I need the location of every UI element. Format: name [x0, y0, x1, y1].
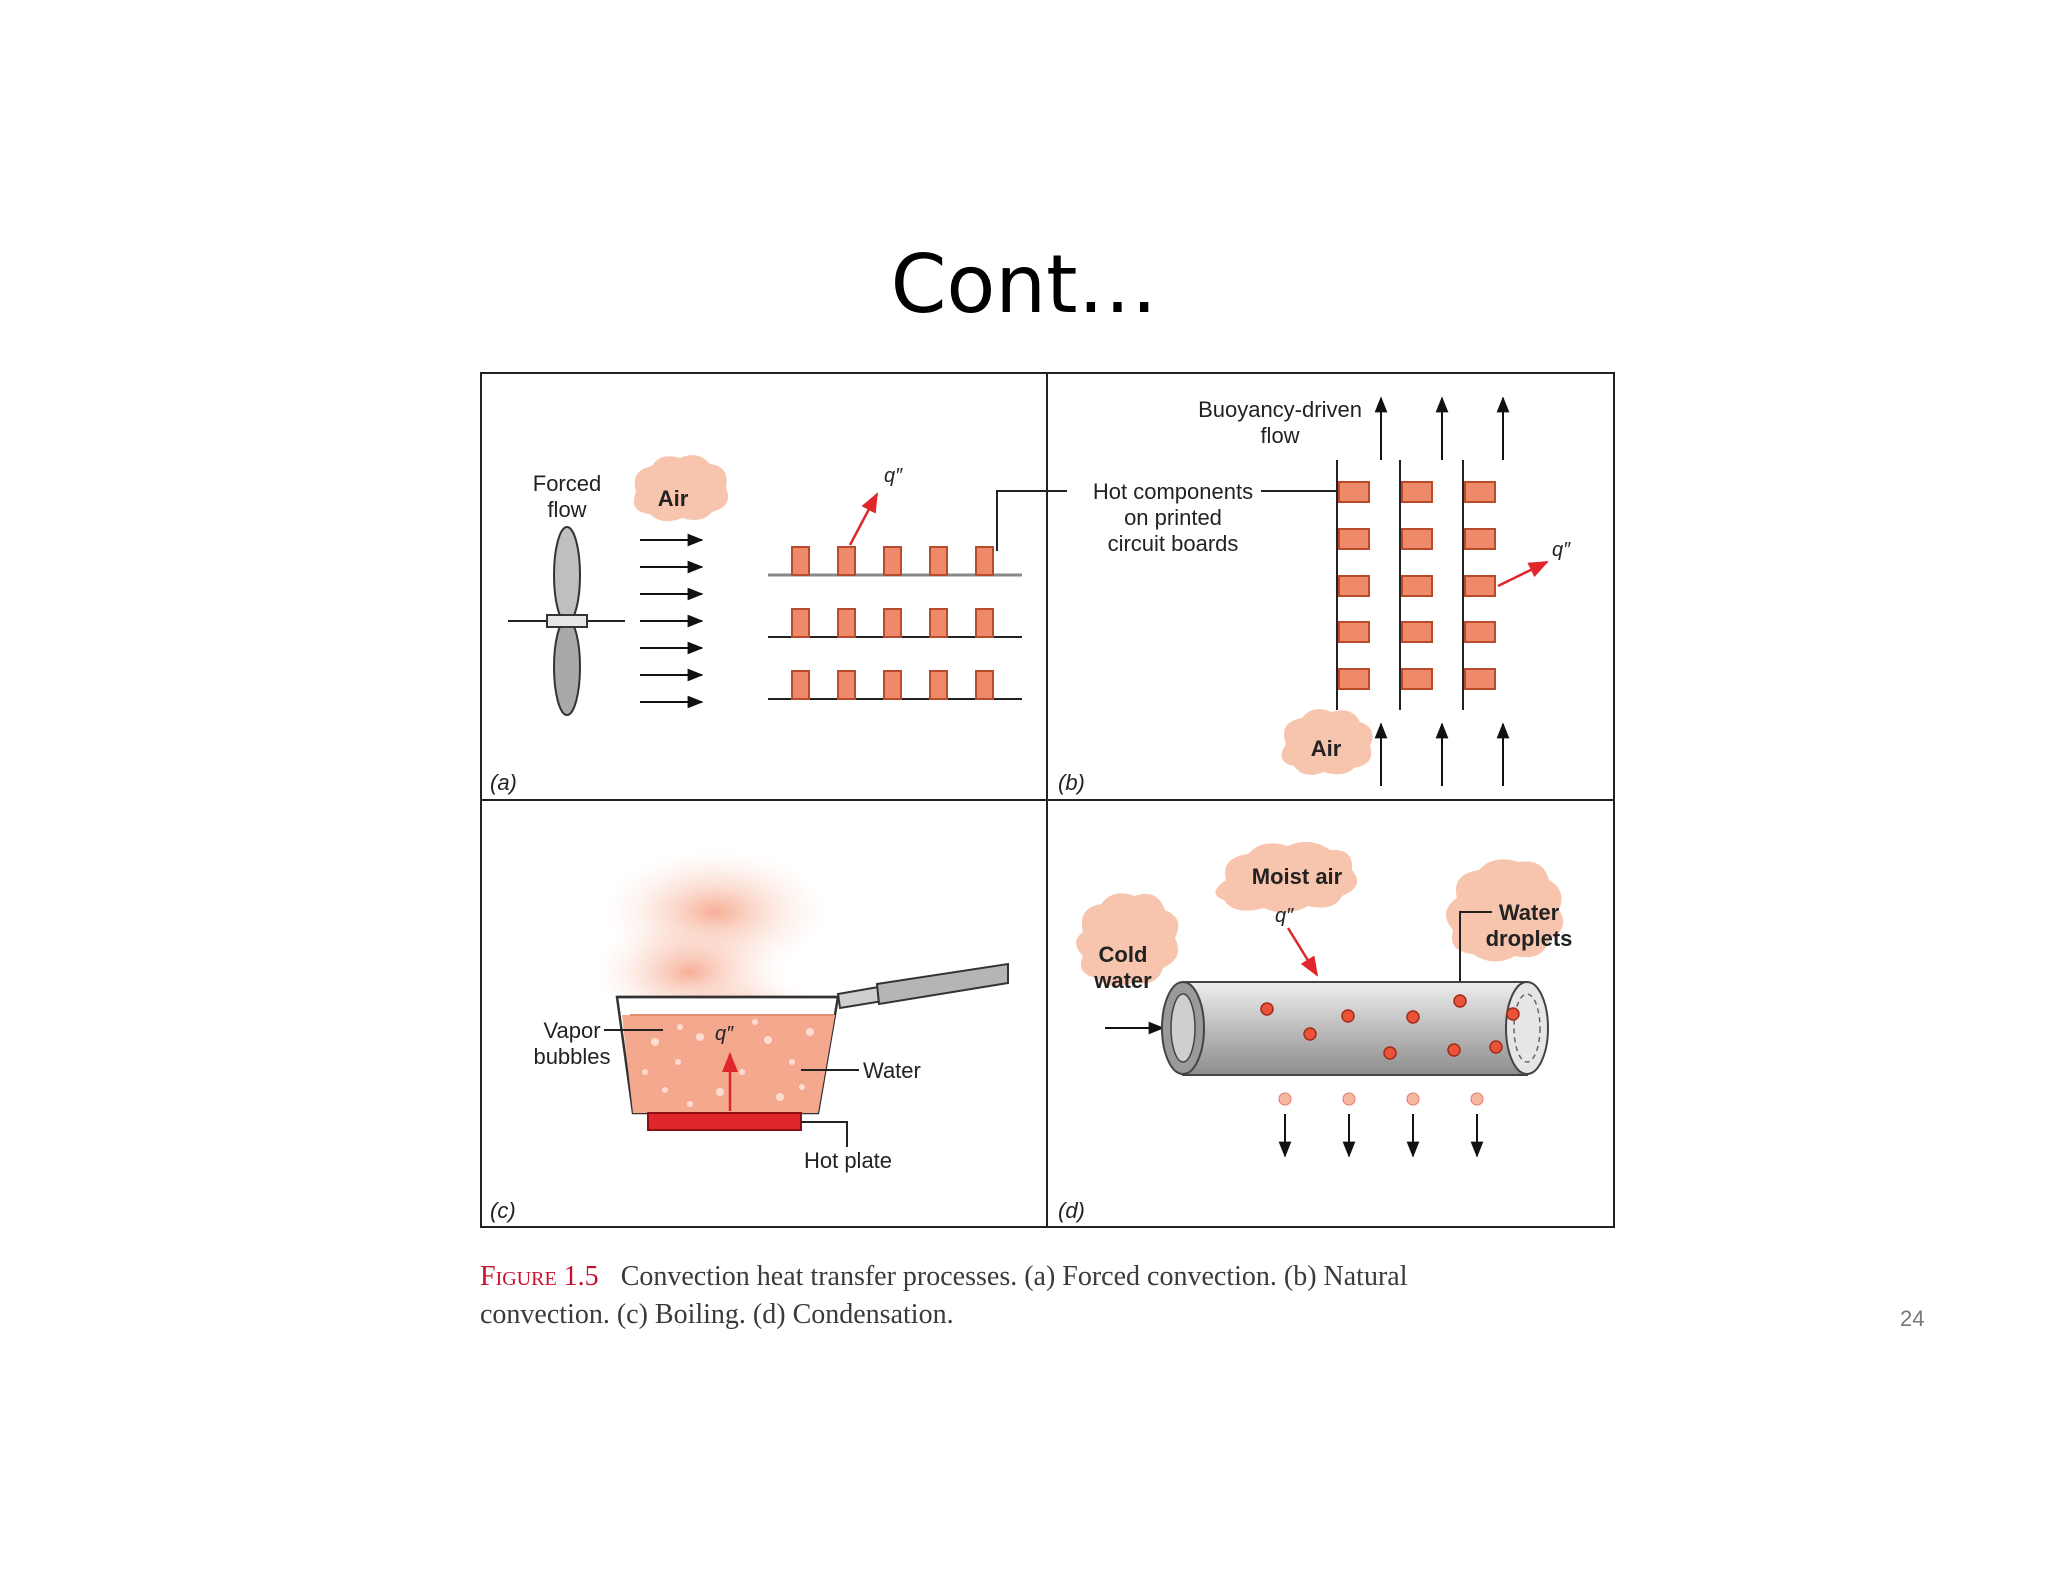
vapor-label-line1: Vapor	[543, 1018, 600, 1043]
forced-flow-arrows	[640, 533, 704, 709]
air-cloud-a: Air	[633, 455, 729, 522]
falling-droplets	[1278, 1092, 1484, 1158]
panel-tag-c: (c)	[490, 1198, 516, 1223]
hot-plate	[647, 1112, 802, 1131]
condensate-droplets-on-pipe	[1260, 994, 1520, 1060]
boiling-pot-icon	[615, 995, 840, 1115]
heat-flux-arrow-a	[848, 492, 879, 546]
heat-flux-label-c: q″	[715, 1023, 734, 1045]
droplets-leader	[1459, 911, 1492, 999]
water-droplets-cloud: Water droplets	[1445, 859, 1573, 962]
air-label-a: Air	[658, 486, 689, 511]
hot-plate-leader	[801, 1121, 848, 1147]
heat-flux-label-b: q″	[1552, 539, 1571, 561]
moist-air-label: Moist air	[1252, 864, 1343, 889]
vapor-label-line2: bubbles	[533, 1044, 610, 1069]
moist-air-cloud: Moist air	[1215, 841, 1358, 913]
air-label-b: Air	[1311, 736, 1342, 761]
cold-water-cloud: Cold water	[1076, 893, 1179, 993]
droplets-label-line2: droplets	[1486, 926, 1573, 951]
panel-tag-d: (d)	[1058, 1198, 1085, 1223]
hot-components-b	[1338, 481, 1496, 690]
convection-figure: Forced flow Air	[480, 372, 1615, 1228]
buoyancy-arrows-top	[1374, 396, 1510, 460]
vertical-circuit-boards	[1336, 460, 1464, 710]
components-label-line3: circuit boards	[1108, 531, 1239, 556]
buoyancy-label-line2: flow	[1260, 423, 1299, 448]
panel-tag-a: (a)	[490, 770, 517, 795]
heat-flux-label-a: q″	[884, 465, 903, 487]
heat-flux-arrow-d	[1286, 927, 1319, 977]
buoyancy-label-line1: Buoyancy-driven	[1198, 397, 1362, 422]
components-label-line1: Hot components	[1093, 479, 1253, 504]
droplets-label-line1: Water	[1499, 900, 1560, 925]
forced-flow-label-line1: Forced	[533, 471, 601, 496]
cylinder-pipe-icon	[1161, 981, 1549, 1076]
heat-flux-label-d: q″	[1275, 905, 1294, 927]
hot-plate-label: Hot plate	[804, 1148, 892, 1173]
panel-c-boiling: q″ Vapor bubbles Water Hot plate (c)	[490, 850, 1009, 1223]
hot-components-a	[791, 546, 994, 700]
forced-flow-label-line2: flow	[547, 497, 586, 522]
panel-a-forced-convection: Forced flow Air	[490, 455, 1022, 795]
components-label-line2: on printed	[1124, 505, 1222, 530]
panel-d-condensation: Moist air q″ Cold water Water droplets	[1058, 841, 1573, 1223]
vapor-bubbles	[642, 1019, 814, 1107]
pot-handle	[875, 962, 1009, 1006]
slide-title: Cont…	[890, 238, 1158, 331]
caption-figure-label: Figure 1.5	[480, 1261, 599, 1292]
propeller-icon	[508, 526, 625, 716]
cold-water-label-line2: water	[1093, 968, 1152, 993]
caption-text: Convection heat transfer processes. (a) …	[480, 1261, 1408, 1330]
buoyancy-arrows-bottom	[1374, 722, 1510, 786]
page-number: 24	[1900, 1306, 1925, 1331]
water-label: Water	[863, 1058, 921, 1083]
heat-flux-arrow-b	[1497, 560, 1549, 588]
cold-water-label-line1: Cold	[1099, 942, 1148, 967]
panel-b-natural-convection: Buoyancy-driven flow Hot components on p…	[996, 396, 1571, 795]
panel-tag-b: (b)	[1058, 770, 1085, 795]
components-leader-left	[996, 490, 1067, 551]
air-cloud-b: Air	[1281, 709, 1373, 775]
